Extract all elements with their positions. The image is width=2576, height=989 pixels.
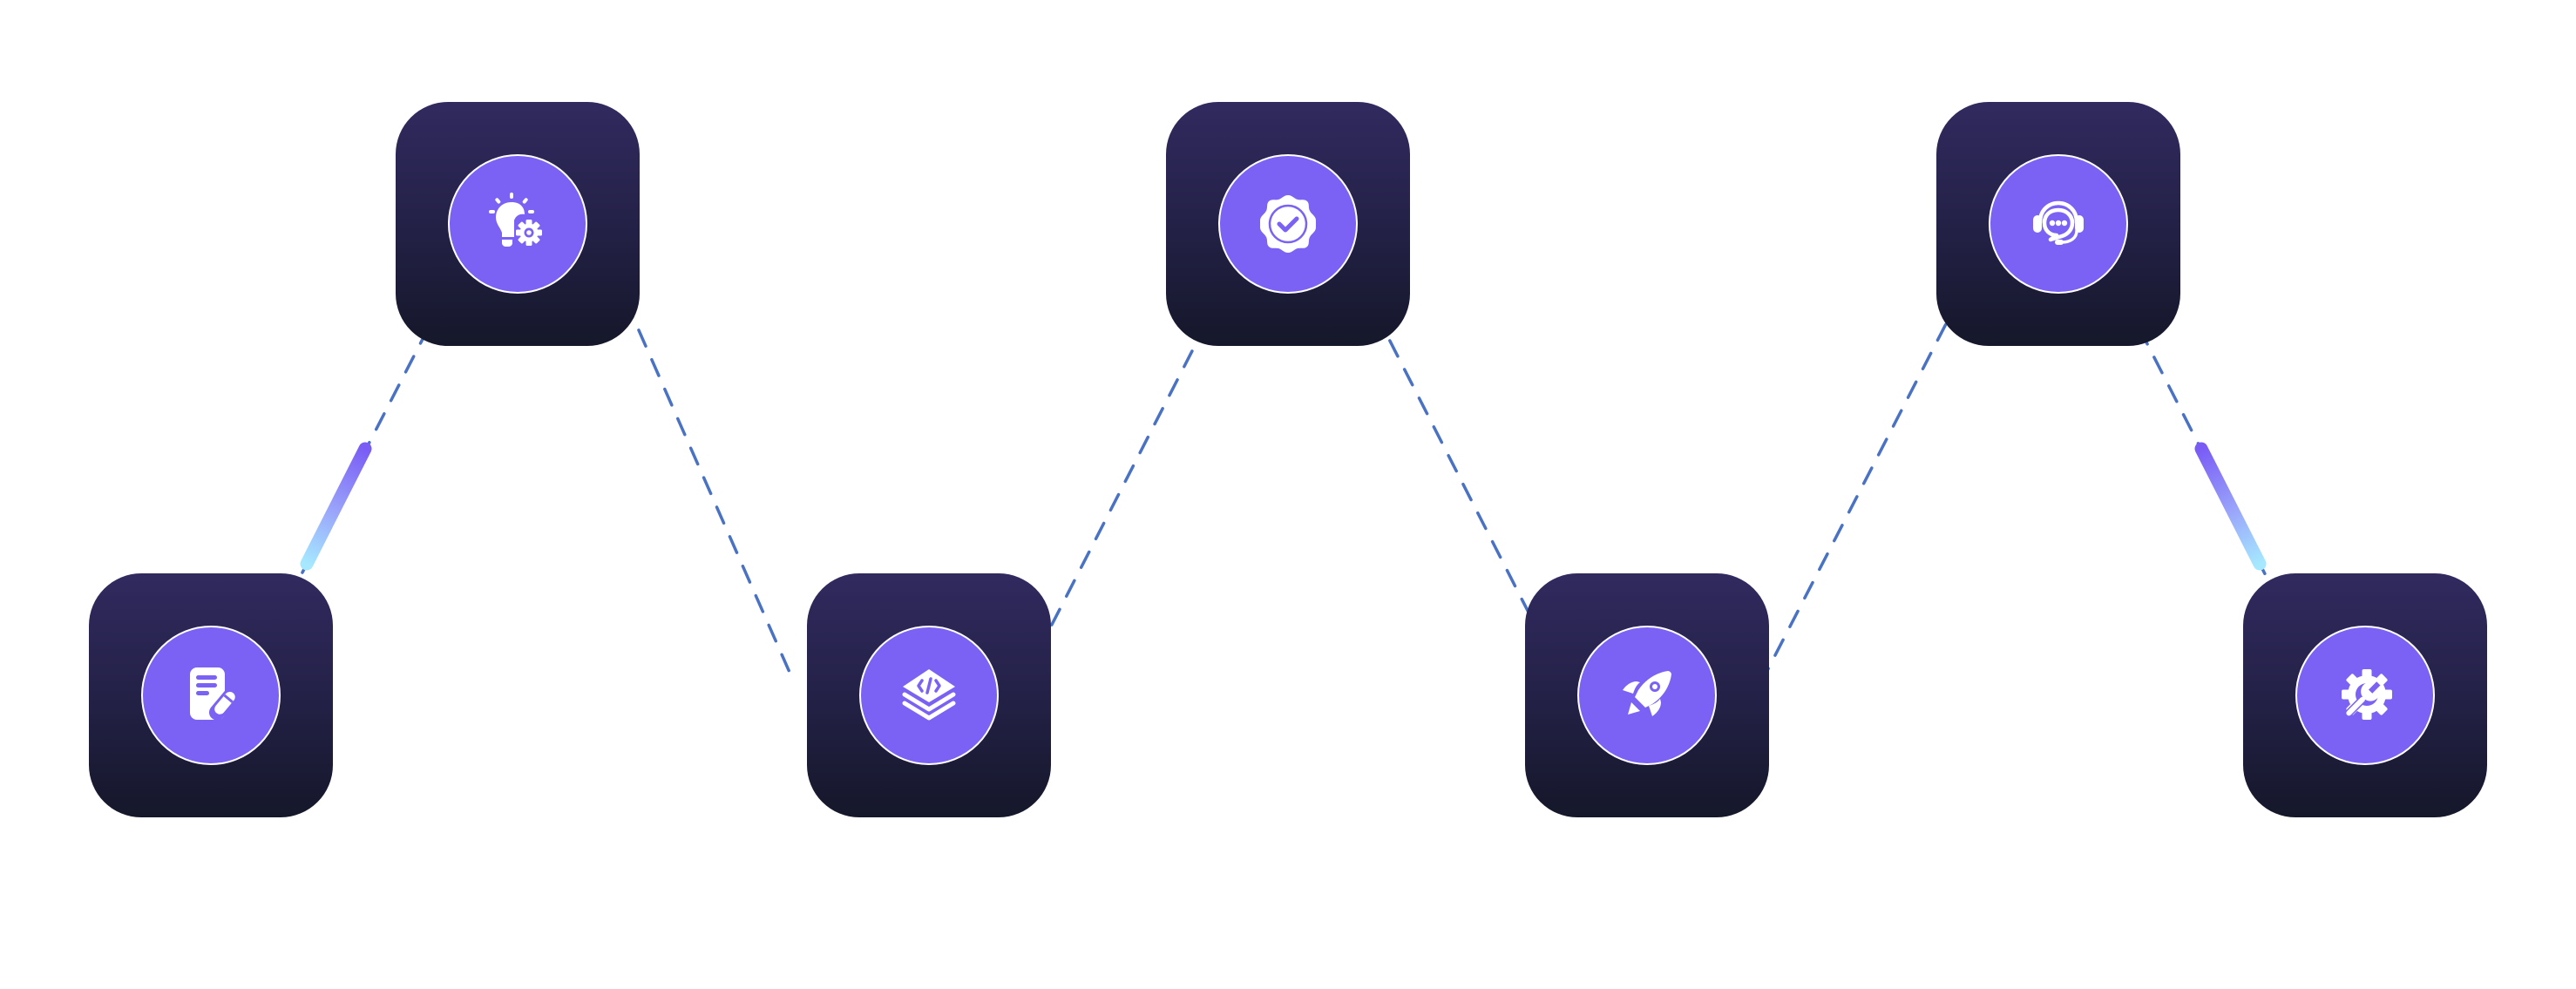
step-card-7[interactable]	[2243, 573, 2487, 817]
step-badge-6	[1989, 154, 2128, 294]
code-layers-icon	[902, 669, 956, 721]
step-card-5[interactable]	[1525, 573, 1769, 817]
verified-badge-icon	[1260, 195, 1316, 253]
step-card-1[interactable]	[89, 573, 333, 817]
support-headset-icon	[2033, 200, 2084, 245]
settings-wrench-icon	[2342, 669, 2392, 720]
step-badge-2	[448, 154, 587, 294]
step-card-4[interactable]	[1166, 102, 1410, 346]
step-badge-4	[1218, 154, 1358, 294]
step-card-2[interactable]	[396, 102, 640, 346]
step-badge-7	[2295, 626, 2435, 765]
connector-step5-step6	[1759, 290, 1964, 686]
notes-edit-icon	[190, 667, 239, 721]
connector-step3-step4	[1035, 308, 1215, 655]
connector-step2-step3	[624, 299, 797, 686]
step-badge-5	[1577, 626, 1717, 765]
connector-step1-step2	[286, 312, 437, 603]
step-card-6[interactable]	[1936, 102, 2180, 346]
step-badge-3	[859, 626, 999, 765]
rocket-icon	[1623, 671, 1671, 716]
idea-gear-icon	[489, 193, 544, 247]
step-card-3[interactable]	[807, 573, 1051, 817]
step-badge-1	[141, 626, 281, 765]
connector-step6-step7	[2138, 327, 2278, 598]
connector-step4-step5	[1373, 310, 1546, 645]
